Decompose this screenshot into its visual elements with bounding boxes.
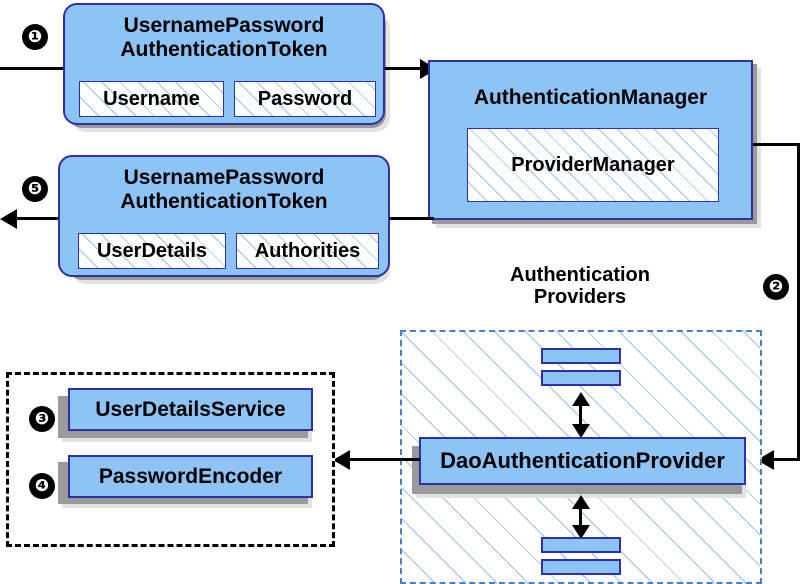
other-provider-bar-top-2: [541, 370, 621, 386]
userdetailsservice-box[interactable]: UserDetailsService: [68, 388, 313, 431]
response-token-title-line2: AuthenticationToken: [120, 189, 328, 213]
request-token-field-username: Username: [79, 81, 224, 117]
step-badge-3: ❸: [29, 406, 55, 432]
provider-link-line-bottom: [579, 503, 582, 529]
response-token-outgoing-arrowhead: [0, 209, 17, 229]
request-token-box[interactable]: UsernamePassword AuthenticationToken Use…: [63, 3, 385, 125]
step-badge-4: ❹: [29, 473, 55, 499]
step-badge-2: ❷: [763, 274, 789, 300]
providers-title-line1: Authentication: [510, 264, 650, 286]
authentication-manager-box[interactable]: AuthenticationManager ProviderManager: [428, 60, 753, 220]
provider-link-down-arrow-top: [572, 424, 590, 438]
dao-authentication-provider-box[interactable]: DaoAuthenticationProvider: [419, 437, 746, 485]
provider-to-support-line: [348, 458, 420, 461]
response-token-field-userdetails: UserDetails: [78, 233, 226, 269]
authentication-manager-title: AuthenticationManager: [473, 86, 708, 109]
request-token-title-line2: AuthenticationToken: [120, 37, 328, 61]
response-token-outgoing-line: [4, 217, 84, 220]
other-provider-bar-top-1: [541, 348, 621, 364]
provider-link-up-arrow-bottom: [572, 495, 590, 509]
manager-to-provider-vertical-line: [797, 143, 800, 461]
provider-manager-box: ProviderManager: [467, 128, 719, 202]
provider-link-up-arrow-top: [572, 392, 590, 406]
other-provider-bar-bottom-1: [541, 537, 621, 553]
provider-link-line-top: [579, 400, 582, 428]
provider-to-support-arrowhead: [333, 450, 350, 470]
other-provider-bar-bottom-2: [541, 559, 621, 575]
token-to-manager-line: [385, 67, 427, 70]
request-token-field-password: Password: [234, 81, 376, 117]
step-badge-1: ❶: [22, 24, 48, 50]
request-token-title-line1: UsernamePassword: [123, 14, 325, 37]
provider-link-down-arrow-bottom: [572, 525, 590, 539]
response-token-field-authorities: Authorities: [236, 233, 379, 269]
providers-title-line2: Providers: [533, 286, 627, 309]
manager-to-response-token-line: [389, 217, 434, 220]
response-token-title-line1: UsernamePassword: [123, 166, 325, 189]
step-badge-5: ❺: [22, 176, 48, 202]
manager-exit-line: [753, 143, 800, 146]
provider-entry-line: [770, 458, 800, 461]
passwordencoder-box[interactable]: PasswordEncoder: [68, 455, 313, 498]
response-token-box[interactable]: UsernamePassword AuthenticationToken Use…: [58, 155, 390, 277]
